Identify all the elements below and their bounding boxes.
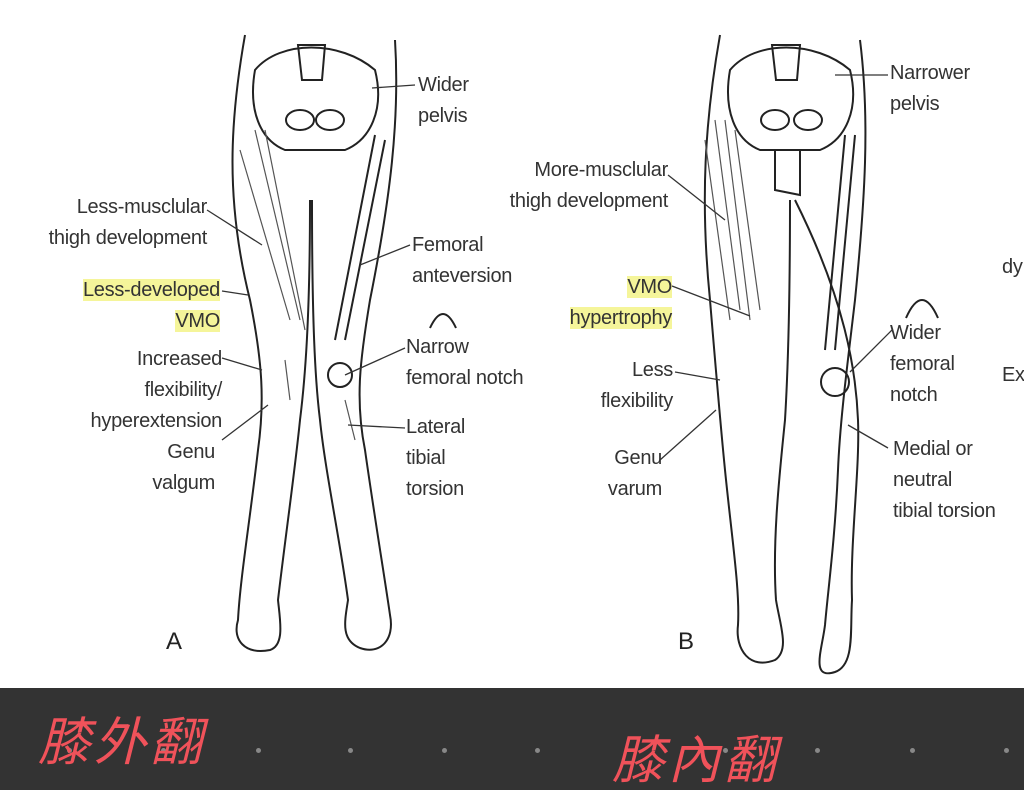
annotation-bar xyxy=(0,688,1024,790)
page-dot xyxy=(348,748,353,753)
cutoff-text-dy: dy xyxy=(1002,256,1023,278)
leg-illustrations xyxy=(206,34,939,675)
page-dot xyxy=(442,748,447,753)
narrow-notch-arc xyxy=(429,313,457,329)
figure-b-legs xyxy=(703,34,867,675)
wide-notch-arc xyxy=(905,299,939,319)
page-dot xyxy=(815,748,820,753)
page-dot xyxy=(256,748,261,753)
page-dot xyxy=(910,748,915,753)
handwritten-genu-valgum: 膝外翻 xyxy=(38,713,207,773)
page-dot xyxy=(535,748,540,753)
figure-b-letter: B xyxy=(678,628,695,655)
handwritten-genu-varum: 膝內翻 xyxy=(612,731,781,791)
page-dot xyxy=(161,748,166,753)
figure-a-letter: A xyxy=(166,628,183,655)
page-dot xyxy=(1004,748,1009,753)
cutoff-text-ex: Ex xyxy=(1002,364,1024,386)
page-dot xyxy=(723,748,728,753)
page-dot xyxy=(67,748,72,753)
figure-a-legs xyxy=(231,34,398,652)
